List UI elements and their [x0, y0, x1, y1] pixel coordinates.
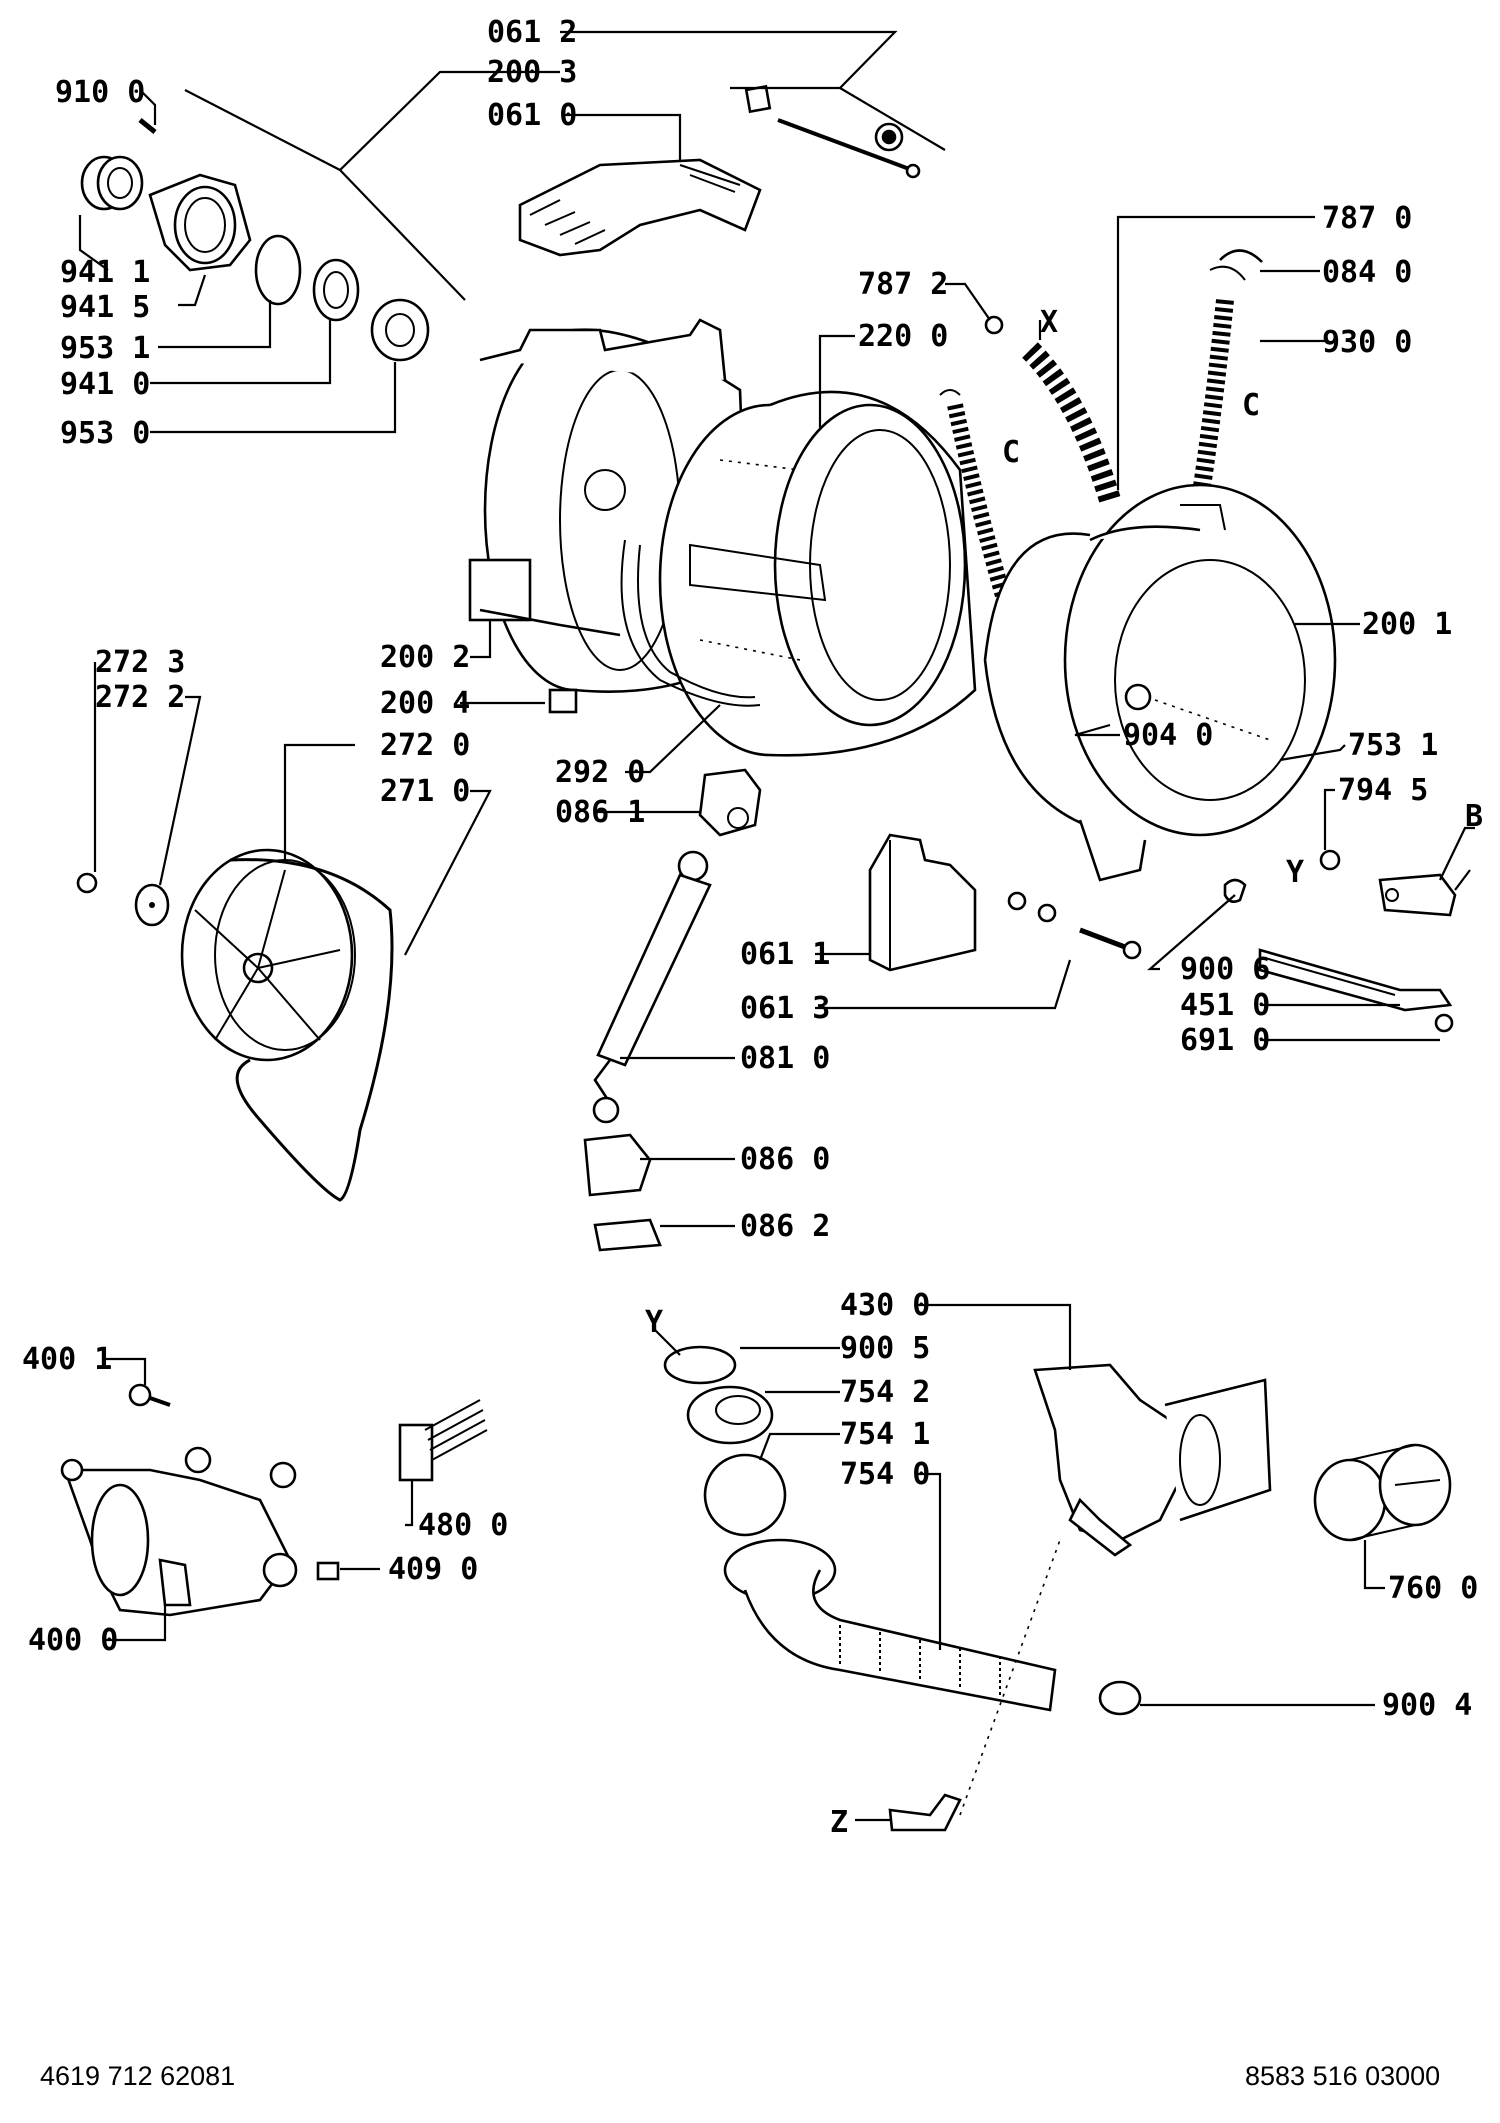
- part-clip-084-0: [1219, 249, 1263, 263]
- marker-y-tub: Y: [1286, 855, 1304, 890]
- part-clip-200-4: [548, 688, 578, 714]
- label-754-0: 754 0: [840, 1457, 930, 1492]
- label-272-0: 272 0: [380, 728, 470, 763]
- label-451-0: 451 0: [1180, 988, 1270, 1023]
- part-ring-292-0: [620, 539, 761, 707]
- label-086-2: 086 2: [740, 1209, 830, 1244]
- label-900-6: 900 6: [1180, 952, 1270, 987]
- marker-c-right: C: [1242, 388, 1260, 423]
- dash-z-link: [959, 1539, 1061, 1816]
- footer-left-code: 4619 712 62081: [40, 2061, 235, 2091]
- part-bracket-086-1: [698, 768, 762, 837]
- label-400-0: 400 0: [28, 1623, 118, 1658]
- label-400-1: 400 1: [22, 1342, 112, 1377]
- part-shock-absorber-081-0: [592, 850, 712, 1124]
- marker-c-left: C: [1002, 435, 1020, 470]
- marker-z: Z: [830, 1805, 848, 1840]
- label-061-0: 061 0: [487, 98, 577, 133]
- label-753-1: 753 1: [1348, 728, 1438, 763]
- part-motor-400-0: [60, 1446, 298, 1617]
- dash-904-link: [1154, 699, 1271, 741]
- part-bellows-787-0: [984, 315, 1121, 504]
- part-bracket-086-0: [583, 1133, 652, 1197]
- marker-y-sump: Y: [645, 1305, 663, 1340]
- label-084-0: 084 0: [1322, 255, 1412, 290]
- part-belt-271-0: [229, 858, 394, 1202]
- part-hose-754-0: [723, 1538, 1057, 1712]
- label-941-1: 941 1: [60, 255, 150, 290]
- part-clip-900-6: [1223, 878, 1247, 903]
- label-900-5: 900 5: [840, 1331, 930, 1366]
- part-sensor-b: [1378, 869, 1471, 917]
- part-clamp-900-4: [1098, 1680, 1142, 1716]
- marker-b: B: [1465, 799, 1483, 834]
- part-connector-409-0: [316, 1561, 340, 1581]
- label-953-0: 953 0: [60, 416, 150, 451]
- part-screw-272-3: [76, 872, 98, 894]
- label-941-5: 941 5: [60, 290, 150, 325]
- label-754-1: 754 1: [840, 1417, 930, 1452]
- label-292-0: 292 0: [555, 755, 645, 790]
- part-screw-400-1: [128, 1383, 171, 1407]
- label-941-0: 941 0: [60, 367, 150, 402]
- label-430-0: 430 0: [840, 1288, 930, 1323]
- part-drum-220-0: [658, 390, 977, 757]
- label-086-1: 086 1: [555, 795, 645, 830]
- label-061-1: 061 1: [740, 937, 830, 972]
- part-washer-794-5: [1319, 849, 1341, 871]
- part-elbow-z: [888, 1793, 962, 1832]
- label-904-0: 904 0: [1123, 718, 1213, 753]
- part-spring-930-0: [1191, 265, 1246, 502]
- part-connector-480-0: [398, 1399, 488, 1482]
- part-pulley-272-0: [180, 848, 356, 1062]
- label-910-0: 910 0: [55, 75, 145, 110]
- marker-x: X: [1040, 305, 1058, 340]
- label-787-0: 787 0: [1322, 201, 1412, 236]
- leader-lines: [78, 30, 1475, 1822]
- part-washer-272-2: [134, 883, 170, 927]
- part-ball-754-1: [703, 1453, 787, 1537]
- part-bearing-housing: [80, 118, 430, 362]
- label-691-0: 691 0: [1180, 1023, 1270, 1058]
- part-nut-691-0: [1434, 1013, 1454, 1033]
- part-bracket-086-2: [593, 1218, 662, 1252]
- footer-right-code: 8583 516 03000: [1245, 2061, 1440, 2091]
- label-794-5: 794 5: [1338, 773, 1428, 808]
- part-rear-tub-200-2: [468, 318, 752, 693]
- part-bracket-061-2: [744, 84, 921, 179]
- label-271-0: 271 0: [380, 774, 470, 809]
- part-pump-430-0: [1033, 1363, 1272, 1557]
- label-480-0: 480 0: [418, 1508, 508, 1543]
- label-220-0: 220 0: [858, 319, 948, 354]
- part-counterweight-061-1: [868, 833, 977, 972]
- part-bolt-061-3: [1007, 891, 1142, 960]
- label-272-3: 272 3: [95, 645, 185, 680]
- label-272-2: 272 2: [95, 680, 185, 715]
- label-086-0: 086 0: [740, 1142, 830, 1177]
- label-953-1: 953 1: [60, 331, 150, 366]
- label-200-1: 200 1: [1362, 607, 1452, 642]
- label-787-2: 787 2: [858, 267, 948, 302]
- part-clamp-900-5: [663, 1345, 737, 1385]
- label-061-3: 061 3: [740, 991, 830, 1026]
- label-200-4: 200 4: [380, 686, 470, 721]
- part-heater-451-0: [1258, 948, 1453, 1012]
- label-900-4: 900 4: [1382, 1688, 1472, 1723]
- part-counterweight-061-0: [518, 158, 762, 257]
- label-760-0: 760 0: [1388, 1571, 1478, 1606]
- label-061-2: 061 2: [487, 15, 577, 50]
- part-front-tub-200-1: [983, 483, 1337, 882]
- label-081-0: 081 0: [740, 1041, 830, 1076]
- part-seal-754-2: [686, 1385, 774, 1445]
- label-200-2: 200 2: [380, 640, 470, 675]
- part-filter-760-0: [1313, 1443, 1452, 1542]
- label-200-3: 200 3: [487, 55, 577, 90]
- label-754-2: 754 2: [840, 1375, 930, 1410]
- label-930-0: 930 0: [1322, 325, 1412, 360]
- label-409-0: 409 0: [388, 1552, 478, 1587]
